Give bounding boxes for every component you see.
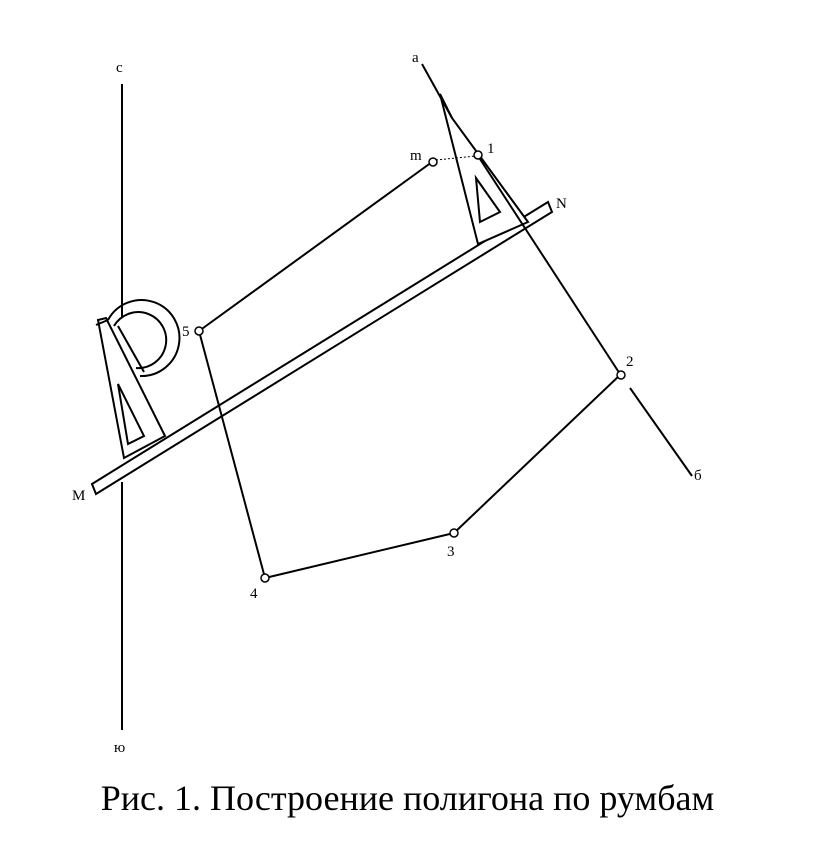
ruler-MN: [90, 200, 554, 496]
segment-m-1: [435, 155, 477, 161]
point-5-marker: [194, 326, 204, 336]
point-4-marker: [260, 573, 270, 583]
label-m: m: [410, 148, 422, 164]
label-point-4: 4: [250, 586, 258, 602]
segment-2-3: [453, 374, 621, 534]
line-a-b: [421, 63, 693, 477]
label-north: с: [116, 60, 123, 76]
label-point-3: 3: [447, 544, 455, 560]
point-m-marker: [428, 157, 438, 167]
label-M: M: [72, 488, 85, 504]
point-markers: [194, 150, 626, 583]
figure-caption: Рис. 1. Построение полигона по румбам: [100, 778, 715, 818]
point-1-marker: [473, 150, 483, 160]
segment-5-m: [198, 161, 433, 332]
point-3-marker: [449, 528, 459, 538]
left-set-square-icon: [95, 316, 167, 460]
point-2-marker: [616, 370, 626, 380]
segment-3-4: [264, 532, 455, 579]
label-south: ю: [114, 740, 125, 756]
segment-4-5: [198, 330, 266, 579]
protractor-icon: [107, 299, 181, 378]
label-point-1: 1: [487, 141, 495, 157]
label-point-2: 2: [626, 354, 634, 370]
label-a: а: [412, 50, 419, 66]
right-set-square-icon: [439, 93, 530, 246]
label-point-5: 5: [182, 324, 190, 340]
label-N: N: [556, 196, 567, 212]
polygon-traverse: [198, 155, 621, 579]
label-b: б: [694, 468, 702, 484]
